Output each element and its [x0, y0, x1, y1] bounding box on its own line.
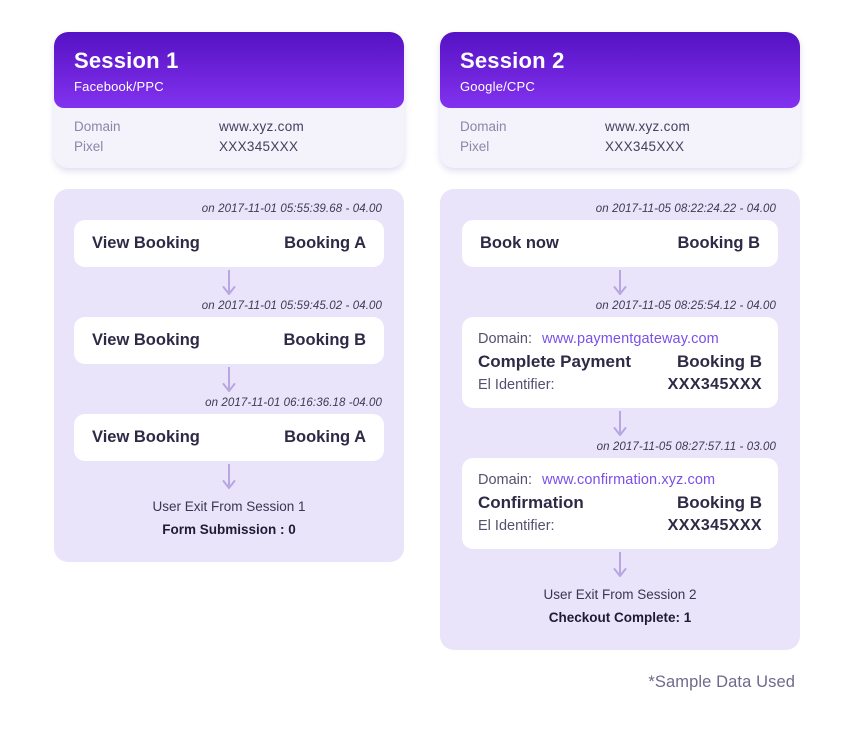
domain-value: www.xyz.com: [219, 119, 305, 135]
identifier-label: El Identifier:: [478, 377, 555, 394]
flow-arrow-down-icon: [462, 549, 778, 582]
detail-domain-label: Domain:: [478, 472, 532, 489]
event-booking: Booking B: [283, 331, 367, 350]
event-action: View Booking: [92, 234, 200, 253]
exit-label: User Exit From Session 2: [543, 587, 697, 603]
session-header-card-1: Session 1 Facebook/PPC Domain www.xyz.co…: [54, 32, 404, 169]
identifier-value: XXX345XXX: [667, 517, 762, 535]
flow-arrow-down-icon: [462, 267, 778, 300]
event-action: View Booking: [92, 428, 200, 447]
event-action: Confirmation: [478, 493, 584, 513]
detail-domain-link[interactable]: www.confirmation.xyz.com: [542, 472, 716, 489]
event-card[interactable]: View Booking Booking A: [74, 414, 384, 462]
session-exit-summary-2: User Exit From Session 2 Checkout Comple…: [462, 582, 778, 630]
event-action: Complete Payment: [478, 352, 632, 372]
meta-row-pixel: Pixel XXX345XXX: [460, 137, 780, 157]
identifier-label: El Identifier:: [478, 518, 555, 535]
detail-identifier-row: El Identifier: XXX345XXX: [478, 515, 762, 537]
pixel-value: XXX345XXX: [605, 139, 685, 155]
pixel-value: XXX345XXX: [219, 139, 299, 155]
exit-metric: Form Submission : 0: [162, 522, 296, 538]
event-booking: Booking A: [284, 234, 366, 253]
event-booking: Booking A: [284, 428, 366, 447]
event-timestamp: on 2017-11-05 08:25:54.12 - 04.00: [595, 300, 776, 313]
event-booking: Booking B: [677, 352, 762, 372]
session-flow-2: on 2017-11-05 08:22:24.22 - 04.00 Book n…: [440, 189, 800, 651]
flow-arrow-down-icon: [462, 408, 778, 441]
pixel-label: Pixel: [74, 139, 104, 155]
flow-arrow-down-icon: [74, 267, 384, 300]
flow-arrow-down-icon: [74, 364, 384, 397]
event-card[interactable]: View Booking Booking B: [74, 317, 384, 365]
session-header-card-2: Session 2 Google/CPC Domain www.xyz.com …: [440, 32, 800, 169]
exit-metric: Checkout Complete: 1: [548, 610, 692, 626]
session-source: Facebook/PPC: [74, 79, 164, 95]
event-action: Book now: [480, 234, 559, 253]
session-flow-1: on 2017-11-01 05:55:39.68 - 04.00 View B…: [54, 189, 404, 563]
detail-action-row: Complete Payment Booking B: [478, 351, 762, 373]
meta-row-domain: Domain www.xyz.com: [74, 117, 384, 137]
detail-domain-link[interactable]: www.paymentgateway.com: [542, 331, 719, 348]
event-timestamp: on 2017-11-05 08:27:57.11 - 03.00: [596, 441, 776, 454]
session-header-1: Session 1 Facebook/PPC: [54, 32, 404, 109]
detail-domain-label: Domain:: [478, 331, 532, 348]
event-card-detailed[interactable]: Domain: www.paymentgateway.com Complete …: [462, 317, 778, 409]
diagram-card: Session 1 Facebook/PPC Domain www.xyz.co…: [8, 8, 843, 730]
session-column-1: Session 1 Facebook/PPC Domain www.xyz.co…: [54, 32, 404, 563]
detail-identifier-row: El Identifier: XXX345XXX: [478, 374, 762, 396]
detail-action-row: Confirmation Booking B: [478, 492, 762, 514]
event-booking: Booking B: [677, 493, 762, 513]
event-timestamp: on 2017-11-01 05:59:45.02 - 04.00: [201, 300, 382, 313]
exit-label: User Exit From Session 1: [152, 499, 306, 515]
session-title: Session 2: [460, 48, 565, 73]
session-meta-2: Domain www.xyz.com Pixel XXX345XXX: [440, 108, 800, 169]
sample-data-note: *Sample Data Used: [648, 673, 795, 691]
event-card[interactable]: View Booking Booking A: [74, 220, 384, 268]
session-column-2: Session 2 Google/CPC Domain www.xyz.com …: [440, 32, 800, 651]
session-title: Session 1: [74, 48, 179, 73]
event-booking: Booking B: [677, 234, 761, 253]
event-card-detailed[interactable]: Domain: www.confirmation.xyz.com Confirm…: [462, 458, 778, 550]
event-card[interactable]: Book now Booking B: [462, 220, 778, 268]
event-timestamp: on 2017-11-01 05:55:39.68 - 04.00: [201, 203, 382, 216]
pixel-label: Pixel: [460, 139, 490, 155]
domain-label: Domain: [460, 119, 507, 135]
session-header-2: Session 2 Google/CPC: [440, 32, 800, 109]
meta-row-domain: Domain www.xyz.com: [460, 117, 780, 137]
session-meta-1: Domain www.xyz.com Pixel XXX345XXX: [54, 108, 404, 169]
identifier-value: XXX345XXX: [667, 376, 762, 394]
detail-domain-row: Domain: www.confirmation.xyz.com: [478, 469, 762, 491]
domain-label: Domain: [74, 119, 121, 135]
event-action: View Booking: [92, 331, 200, 350]
detail-domain-row: Domain: www.paymentgateway.com: [478, 328, 762, 350]
domain-value: www.xyz.com: [605, 119, 691, 135]
session-exit-summary-1: User Exit From Session 1 Form Submission…: [74, 494, 384, 542]
session-source: Google/CPC: [460, 79, 535, 95]
event-timestamp: on 2017-11-05 08:22:24.22 - 04.00: [595, 203, 776, 216]
flow-arrow-down-icon: [74, 461, 384, 494]
meta-row-pixel: Pixel XXX345XXX: [74, 137, 384, 157]
event-timestamp: on 2017-11-01 06:16:36.18 -04.00: [205, 397, 382, 410]
